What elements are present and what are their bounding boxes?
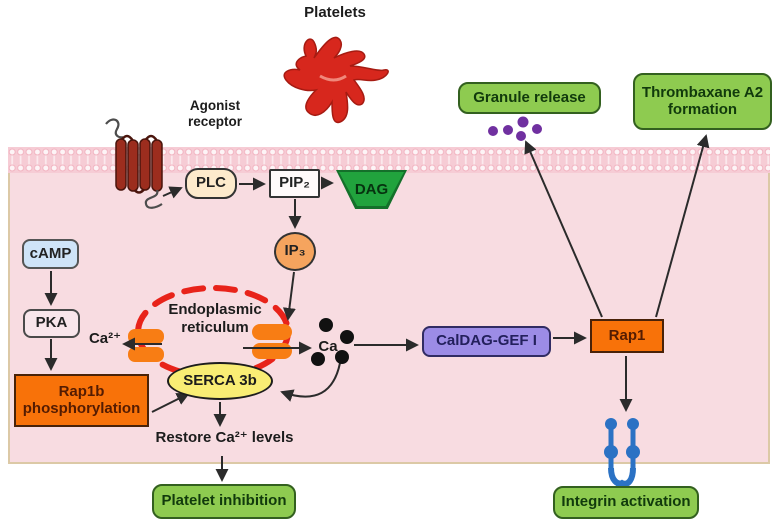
serca-3b-node: SERCA 3b	[167, 362, 273, 400]
ca2-left-label: Ca²⁺	[88, 330, 122, 347]
plasma-membrane-icon	[8, 147, 770, 173]
ca-cytosol-label: Ca	[318, 338, 338, 355]
platelet-inhibition-node: Platelet inhibition	[152, 484, 296, 519]
camp-node: cAMP	[22, 239, 79, 269]
rap1-node: Rap1	[590, 319, 664, 353]
rap1b-phosphorylation-node: Rap1b phosphorylation	[14, 374, 149, 427]
caldag-gef-node: CalDAG-GEF I	[422, 326, 551, 357]
ip3-node: IP₃	[274, 232, 316, 271]
agonist-receptor-label: Agonist receptor	[187, 98, 243, 129]
plc-node: PLC	[185, 168, 237, 199]
restore-ca-label: Restore Ca²⁺ levels	[155, 429, 294, 446]
pka-node: PKA	[23, 309, 80, 338]
thrombaxane-node: Thrombaxane A2 formation	[633, 73, 772, 130]
er-label: Endoplasmic reticulum	[168, 301, 262, 336]
integrin-activation-node: Integrin activation	[553, 486, 699, 519]
granule-dots	[488, 116, 542, 141]
platelet-cell-icon	[283, 36, 389, 124]
platelets-label: Platelets	[304, 4, 366, 21]
pip2-node: PIP₂	[269, 169, 320, 198]
granule-release-node: Granule release	[458, 82, 601, 114]
